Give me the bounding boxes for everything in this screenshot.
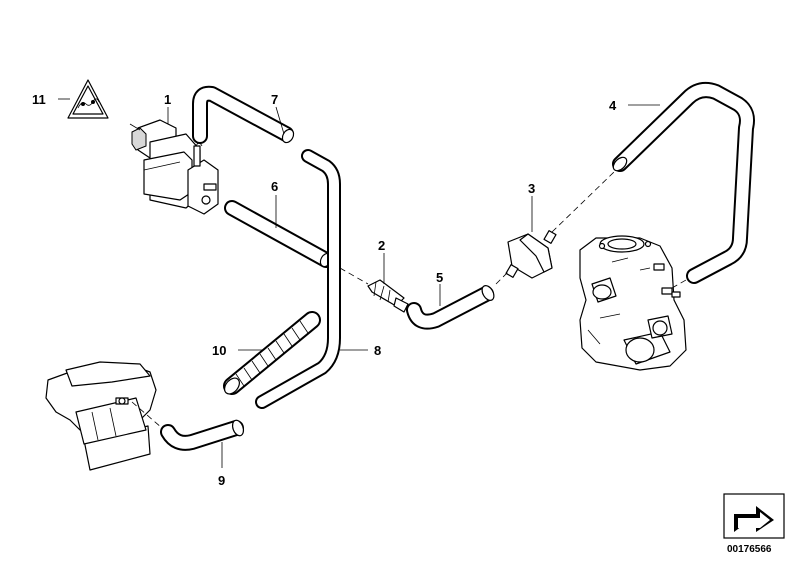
connector-part-2: [367, 279, 409, 313]
callout-4: 4: [609, 98, 617, 113]
intake-housing-left: [45, 361, 157, 471]
callout-10: 10: [212, 343, 226, 358]
hose-part-9: [160, 419, 245, 451]
filter-part-3: [505, 230, 557, 279]
corrugated-hose-part-10: [223, 311, 321, 395]
callouts: 11 1 7 6 2 3 5 4 8 10 9: [32, 92, 617, 488]
callout-8: 8: [374, 343, 381, 358]
callout-2: 2: [378, 238, 385, 253]
callout-1: 1: [164, 92, 171, 107]
diagram-number: 00176566: [727, 544, 772, 555]
hose-part-7: [192, 85, 295, 144]
hose-part-8: [255, 149, 341, 409]
hose-part-6: [224, 200, 334, 268]
callout-7: 7: [271, 92, 278, 107]
throttle-body-right: [579, 235, 687, 371]
hose-part-4: [612, 82, 755, 284]
callout-5: 5: [436, 270, 443, 285]
callout-3: 3: [528, 181, 535, 196]
callout-6: 6: [271, 179, 278, 194]
warning-triangle-icon: [67, 79, 109, 119]
callout-11: 11: [32, 92, 46, 107]
hose-part-5: [406, 285, 495, 330]
callout-9: 9: [218, 473, 225, 488]
leader-lines: [58, 98, 687, 468]
reference-arrow-icon: [723, 493, 785, 539]
solenoid-valve-part-1: [131, 119, 219, 215]
